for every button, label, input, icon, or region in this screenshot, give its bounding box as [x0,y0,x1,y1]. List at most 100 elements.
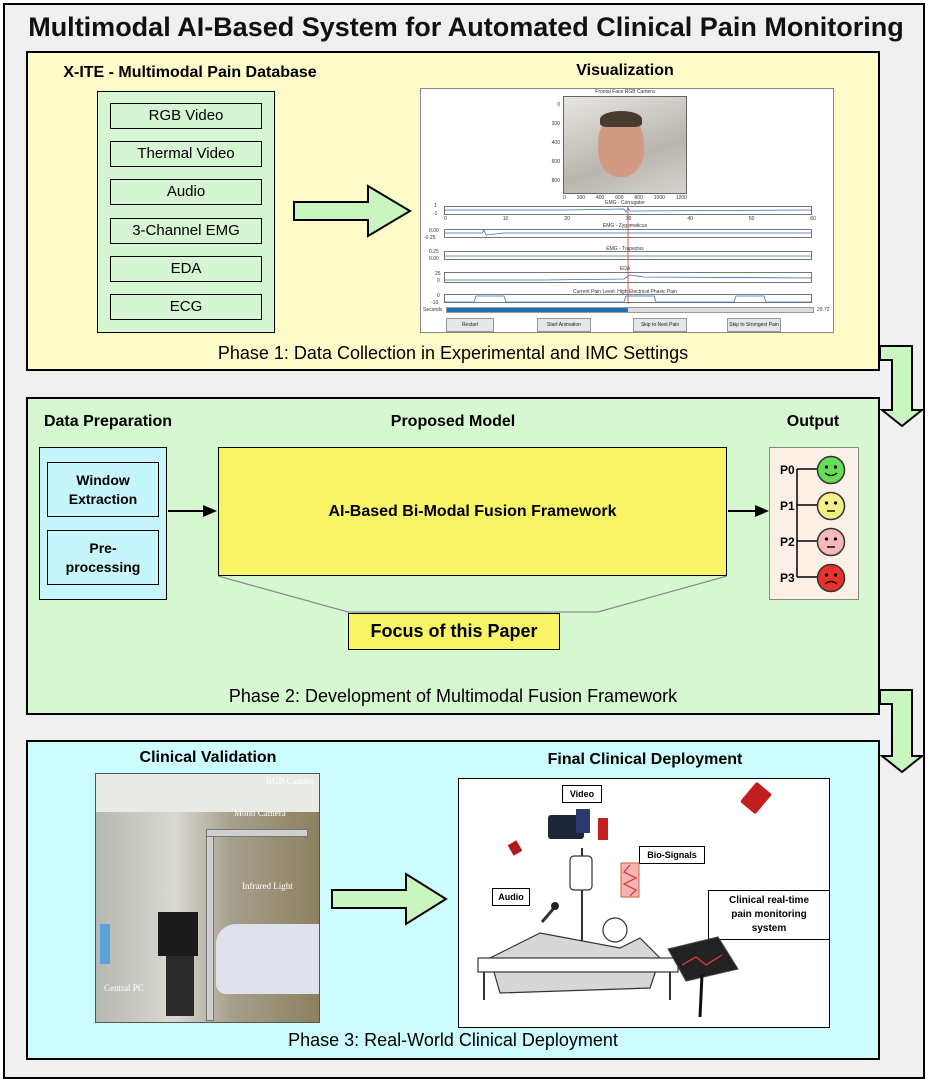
clinical-validation-title: Clinical Validation [139,749,277,766]
modality-audio: Audio [110,179,262,205]
time-tick: 40 [687,216,693,222]
modality-list [97,91,275,333]
fusion-framework-box: AI-Based Bi-Modal Fusion Framework [218,447,727,576]
level-p3-label: P3 [780,571,795,585]
neutral-face-p1-icon [816,491,846,521]
bio-signals-label: Bio-Signals [639,846,705,864]
signal-label-eda: EDA [619,266,631,272]
ytick-trapezius-bottom: 0.00 [429,256,439,262]
final-deployment-title: Final Clinical Deployment [547,751,743,768]
signal-traces [444,206,812,304]
ytick-eda-top: 25 [435,271,441,277]
proposed-model-title: Proposed Model [390,413,516,430]
signal-label-corrugator: EMG - Corrugator [605,200,645,206]
ytick-zygomaticus-top: 0.00 [429,228,439,234]
level-p0-label: P0 [780,463,795,477]
modality-emg: 3-Channel EMG [110,218,262,244]
start-animation-button[interactable]: Start Animation [537,318,591,332]
time-tick: 50 [748,216,755,222]
photo-label-rgb-camera: RGB Camera [266,776,315,786]
photo-label-mono-camera: Mono Camera [234,808,286,818]
phase3-caption: Phase 3: Real-World Clinical Deployment [288,1030,618,1050]
camera-title: Frontal Face RGB Camera [595,89,655,95]
visualization-title: Visualization [576,62,674,79]
data-preparation-box [39,447,167,600]
audio-label: Audio [492,888,530,906]
cam-xtick: 1000 [653,195,665,201]
skip-strongest-pain-button[interactable]: Skip to Strongest Pain [727,318,781,332]
microphone-icon [540,902,559,923]
camera-rig [206,829,214,1021]
ytick-zygomaticus-bottom: -0.25 [424,235,436,241]
database-title: X-ITE - Multimodal Pain Database [63,64,317,81]
modality-rgb-video: RGB Video [110,103,262,129]
cam-xtick: 0 [563,195,566,201]
cam-xtick: 400 [595,195,605,201]
phase-connector-1 [879,345,925,428]
focus-bracket [218,576,728,613]
figure-title: Multimodal AI-Based System for Automated… [28,12,904,42]
time-tick: 20 [564,216,570,222]
room-ceiling [96,774,319,812]
time-ticks: 0 10 20 30 40 50 60 [444,216,816,222]
skip-next-pain-button[interactable]: Skip to Next Pain [633,318,687,332]
seconds-slider-fill [447,308,628,312]
monitor-display-icon [667,936,739,1018]
pc-stand [166,956,194,1016]
rig-arm [206,829,308,837]
arrow-validation-to-deployment [331,872,448,926]
arrow-db-to-vis [293,184,412,238]
modality-thermal-video: Thermal Video [110,141,262,167]
signal-label-trapezius: EMG - Trapezius [606,246,644,252]
signal-label-pain: Current Pain Level: High Electrical Phas… [573,289,677,295]
cam-xtick: 1200 [675,195,687,201]
ytick-pain-bottom: -10 [431,300,439,306]
cam-ytick: 600 [551,159,560,165]
photo-label-infrared-light: Infrared Light [242,881,293,891]
video-label: Video [562,785,602,803]
ytick-trapezius-top: 0.25 [429,249,439,255]
smiley-p0-icon [816,455,846,485]
seconds-label: Seconds [423,307,443,313]
cam-xticks: 0 200 400 600 800 1000 1200 [563,195,687,201]
clinical-room-photo [95,773,320,1023]
seconds-slider-track[interactable] [446,307,814,313]
data-preparation-title: Data Preparation [43,413,173,430]
level-p2-label: P2 [780,535,795,549]
time-tick: 10 [502,216,509,222]
ytick-pain-top: 0 [437,293,440,299]
cam-xtick: 600 [615,195,624,201]
phase2-caption: Phase 2: Development of Multimodal Fusio… [228,686,678,706]
monitoring-system-label: Clinical real-time pain monitoring syste… [708,890,830,940]
time-tick: 0 [444,216,447,222]
cam-ytick: 400 [551,140,560,146]
signal-label-zygomaticus: EMG - Zygomaticus [602,223,648,229]
photo-label-central-pc: Central PC [104,983,144,993]
phase-connector-2 [879,689,925,774]
output-level-connector [796,468,817,578]
ytick-corrugator-top: 1 [434,203,437,209]
monitor [158,912,198,956]
ytick-corrugator-bottom: -1 [433,211,438,217]
arrow-model-to-output [728,505,769,517]
cam-ytick: 800 [551,178,560,184]
output-title: Output [786,413,840,430]
level-p1-label: P1 [780,499,795,513]
cam-ytick: 200 [551,121,560,127]
seconds-value: 29.72 [817,307,830,313]
modality-eda: EDA [110,256,262,282]
uneasy-face-p2-icon [816,527,846,557]
modality-ecg: ECG [110,294,262,320]
hospital-bed [216,924,319,994]
bio-signal-sensor-icon [620,862,640,898]
cam-yticks: 0 200 400 600 800 [548,96,560,194]
phase1-caption: Phase 1: Data Collection in Experimental… [217,343,689,363]
arrow-prep-to-model [168,505,217,517]
cam-xtick: 800 [634,195,643,201]
focus-label: Focus of this Paper [348,613,560,650]
camera-frame [563,96,687,194]
restart-button[interactable]: Restart [446,318,494,332]
window-extraction-step: Window Extraction [47,462,159,517]
red-camera-icon [598,818,608,840]
patient-hair [600,111,642,127]
